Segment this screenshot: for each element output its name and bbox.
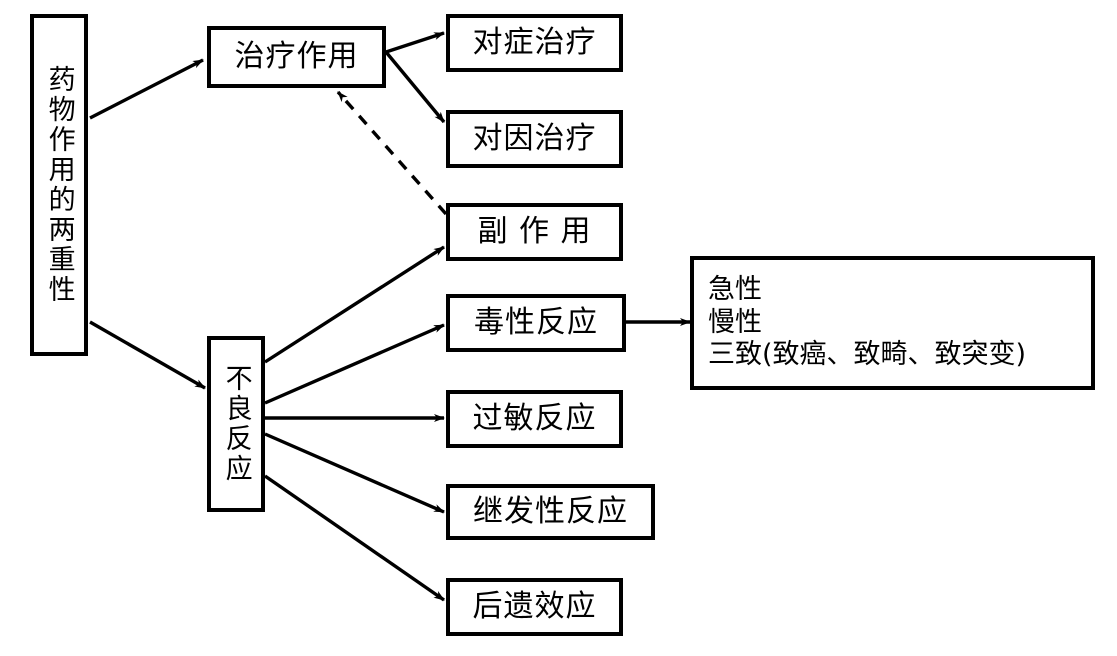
edge-therapeutic-to-symptomatic [385, 31, 445, 54]
node-etiological-treatment: 对因治疗 [446, 110, 623, 168]
node-adverse-reaction: 不良反应 [207, 336, 265, 512]
node-toxic-reaction: 毒性反应 [446, 294, 626, 352]
node-allergic-reaction: 过敏反应 [446, 390, 623, 448]
edge-adverse-to-secondary [264, 432, 445, 514]
edge-side-effect-to-therapeutic-dashed [336, 90, 448, 216]
node-label-secondary: 继发性反应 [473, 493, 628, 529]
edge-duality-to-therapeutic [89, 58, 204, 120]
node-label-residual: 后遗效应 [472, 588, 597, 624]
node-symptomatic-treatment: 对症治疗 [446, 14, 623, 72]
edge-adverse-to-residual [264, 474, 445, 602]
node-label-duality: 药物作用的两重性 [43, 65, 75, 305]
edge-adverse-to-toxic [264, 323, 445, 405]
node-label-symptomatic: 对症治疗 [472, 24, 597, 60]
node-label-therapeutic: 治疗作用 [234, 38, 359, 74]
node-residual-effect: 后遗效应 [446, 578, 623, 636]
node-therapeutic-action: 治疗作用 [207, 26, 386, 88]
node-label-allergic: 过敏反应 [472, 400, 597, 436]
node-side-effect: 副 作 用 [446, 203, 623, 261]
node-drug-action-duality: 药物作用的两重性 [30, 14, 88, 356]
edge-therapeutic-to-etiological [384, 50, 446, 124]
node-label-adverse: 不良反应 [220, 364, 252, 484]
node-label-toxicity-detail: 急性 慢性 三致(致癌、致畸、致突变) [708, 273, 1027, 371]
node-toxicity-detail: 急性 慢性 三致(致癌、致畸、致突变) [690, 256, 1095, 390]
node-secondary-reaction: 继发性反应 [446, 484, 655, 540]
node-label-etiological: 对因治疗 [472, 120, 597, 156]
edge-adverse-to-side-effect [264, 245, 445, 364]
node-label-side-effect: 副 作 用 [477, 213, 592, 249]
edge-duality-to-adverse [89, 320, 206, 390]
node-label-toxic: 毒性反应 [474, 304, 598, 340]
